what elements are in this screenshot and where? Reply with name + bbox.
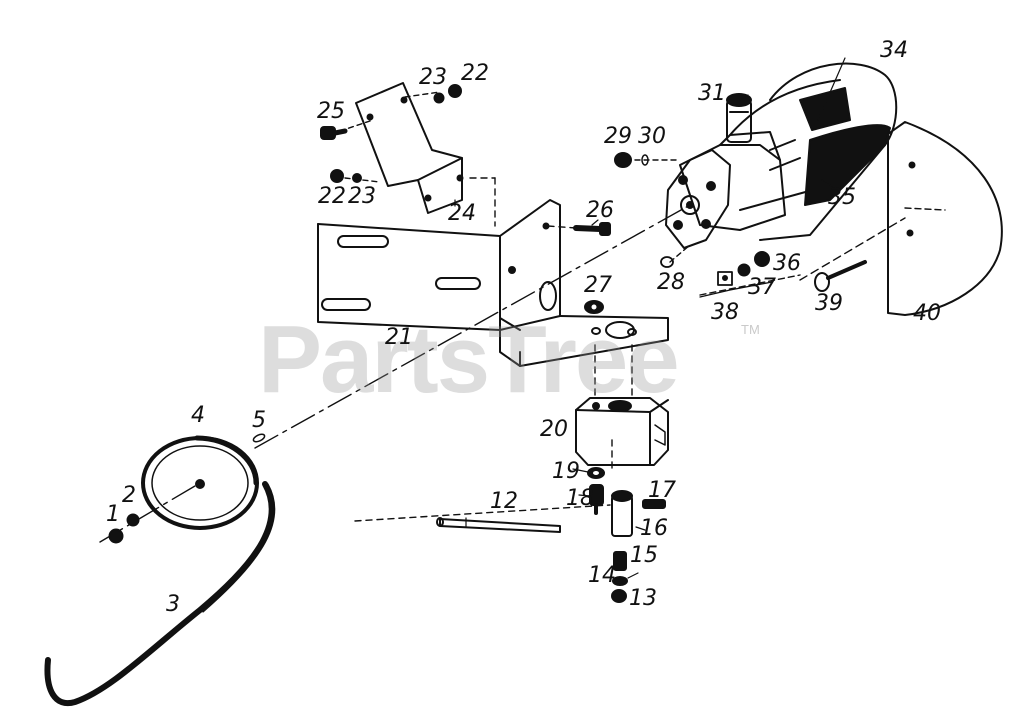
callout-22-top: 22	[461, 61, 489, 86]
watermark-trademark: TM	[741, 322, 760, 337]
callout-34: 34	[880, 38, 908, 63]
callout-40: 40	[913, 301, 941, 326]
callout-29: 29	[604, 124, 632, 149]
callout-23-top: 23	[419, 65, 447, 90]
screw-18	[589, 484, 604, 515]
callout-37: 37	[748, 275, 776, 300]
nut-13	[611, 589, 627, 603]
bolt-26	[573, 222, 611, 236]
callout-20: 20	[540, 417, 568, 442]
callout-24: 24	[448, 201, 476, 226]
callout-28: 28	[657, 270, 685, 295]
callout-19: 19	[552, 459, 580, 484]
callout-26: 26	[586, 198, 614, 223]
mounting-bracket	[317, 199, 669, 367]
nuts-22-23	[330, 84, 462, 183]
shield	[887, 121, 1003, 316]
callout-22-bottom: 22	[318, 184, 346, 209]
pin-17	[642, 499, 666, 509]
shaft-12	[436, 517, 561, 533]
bolt-25	[320, 126, 348, 140]
pulley	[141, 435, 259, 530]
callout-17: 17	[648, 478, 676, 503]
callout-25: 25	[317, 99, 345, 124]
belt	[44, 481, 275, 707]
callout-12: 12	[490, 489, 518, 514]
callout-4: 4	[191, 403, 205, 428]
callout-14: 14	[588, 563, 616, 588]
motor	[665, 62, 898, 249]
callout-16: 16	[640, 516, 668, 541]
watermark: PartsTree	[258, 306, 680, 413]
callout-21: 21	[385, 325, 413, 350]
callout-23-bottom: 23	[348, 184, 376, 209]
callout-39: 39	[815, 291, 843, 316]
valve-block	[575, 397, 669, 466]
leader-lines	[454, 57, 846, 579]
callout-30: 30	[638, 124, 666, 149]
callout-1: 1	[106, 502, 120, 527]
hardware-36-38	[699, 251, 773, 298]
callout-5: 5	[252, 408, 266, 433]
callout-27: 27	[584, 273, 612, 298]
callout-13: 13	[629, 586, 657, 611]
nut-and-washer-1-2	[108, 513, 140, 544]
callout-2: 2	[122, 483, 136, 508]
sleeve-16	[611, 490, 633, 537]
callout-15: 15	[630, 543, 658, 568]
callout-3: 3	[166, 592, 180, 617]
plug-29	[614, 152, 632, 168]
callout-18: 18	[566, 486, 594, 511]
bolt-39	[814, 260, 867, 292]
washer-28	[660, 256, 674, 268]
washer-30	[641, 154, 649, 166]
washer-14	[612, 576, 628, 586]
callout-35: 35	[828, 185, 856, 210]
small-bracket	[355, 82, 464, 214]
callout-36: 36	[773, 251, 801, 276]
callout-38: 38	[711, 300, 739, 325]
washer-5	[252, 433, 266, 443]
spring-15	[613, 551, 627, 571]
callout-31: 31	[698, 81, 726, 106]
